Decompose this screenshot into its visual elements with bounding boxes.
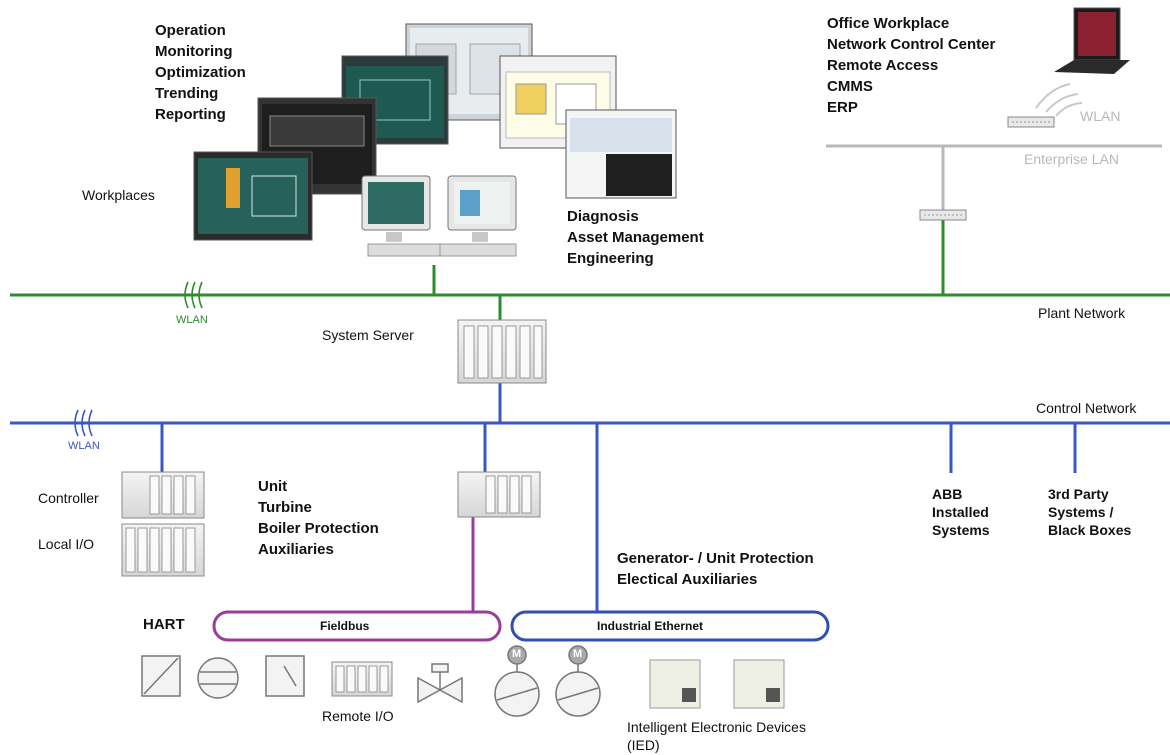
control-network-label: Control Network — [1036, 400, 1137, 416]
unit-functions-label: Boiler Protection — [258, 520, 379, 537]
diagnosis-label: Engineering — [567, 250, 654, 267]
ied-label: Intelligent Electronic Devices — [627, 719, 806, 735]
diagnosis-label: Diagnosis — [567, 208, 639, 225]
wlan-icon — [74, 409, 93, 437]
unit-functions-label: Turbine — [258, 499, 312, 516]
generator-label-list: Generator- / Unit Protection Electical A… — [617, 548, 814, 590]
ied-icon — [733, 659, 785, 709]
monitor-icon — [439, 175, 517, 257]
server-rack-icon — [121, 523, 205, 577]
transmitter-icon — [141, 655, 181, 697]
ied-icon — [649, 659, 701, 709]
industrial-ethernet-capsule — [510, 610, 830, 642]
office-label: ERP — [827, 99, 858, 116]
office-label: Network Control Center — [827, 36, 996, 53]
operations-label: Optimization — [155, 64, 246, 81]
local-io-label: Local I/O — [38, 536, 95, 552]
system-server-label: System Server — [322, 327, 414, 343]
fieldbus-capsule — [212, 610, 502, 642]
switch-icon — [1007, 116, 1055, 128]
operations-label-list: Operation Monitoring Optimization Trendi… — [155, 20, 246, 125]
server-rack-icon — [457, 471, 541, 518]
operations-label: Reporting — [155, 106, 226, 123]
generator-label: Generator- / Unit Protection — [617, 550, 814, 567]
controller-label: Controller — [38, 490, 99, 506]
ied-label: (IED) — [627, 737, 660, 753]
office-label: CMMS — [827, 78, 873, 95]
wlan-office-label: WLAN — [1080, 108, 1121, 124]
third-party-label: Black Boxes — [1048, 522, 1132, 538]
office-label: Office Workplace — [827, 15, 950, 32]
ied-label-list: Intelligent Electronic Devices (IED) — [627, 718, 806, 754]
abb-installed-label: ABB — [932, 486, 963, 502]
workplaces-label: Workplaces — [82, 187, 155, 203]
wlan-plant-label: WLAN — [176, 314, 208, 326]
monitor-icon — [565, 109, 677, 199]
third-party-label: 3rd Party — [1048, 486, 1109, 502]
monitor-icon — [361, 175, 441, 257]
office-label: Remote Access — [827, 57, 939, 74]
abb-installed-label: Installed — [932, 504, 989, 520]
server-rack-icon — [457, 319, 547, 384]
unit-functions-label: Auxiliaries — [258, 541, 334, 558]
generator-label: Electical Auxiliaries — [617, 571, 758, 588]
switch-symbol-icon — [265, 655, 305, 697]
diagnosis-label: Asset Management — [567, 229, 704, 246]
fieldbus-label: Fieldbus — [320, 619, 370, 633]
third-party-label: Systems / — [1048, 504, 1114, 520]
abb-installed-label: Systems — [932, 522, 990, 538]
operations-label: Monitoring — [155, 43, 233, 60]
motor-symbol-label: M — [573, 648, 583, 660]
abb-installed-label-list: ABB Installed Systems — [932, 485, 990, 539]
server-rack-icon — [121, 471, 205, 519]
flow-meter-icon — [197, 657, 239, 699]
wlan-icon — [184, 281, 203, 309]
monitor-icon — [193, 151, 313, 241]
diagnosis-label-list: Diagnosis Asset Management Engineering — [567, 206, 704, 269]
operations-label: Trending — [155, 85, 219, 102]
server-rack-icon — [331, 661, 393, 697]
operations-label: Operation — [155, 22, 226, 39]
remote-io-label: Remote I/O — [322, 708, 394, 724]
motor-symbol-label: M — [512, 648, 522, 660]
unit-functions-label: Unit — [258, 478, 288, 495]
enterprise-lan-label: Enterprise LAN — [1024, 151, 1119, 167]
third-party-label-list: 3rd Party Systems / Black Boxes — [1048, 485, 1131, 539]
wlan-control-label: WLAN — [68, 440, 100, 452]
industrial-ethernet-label: Industrial Ethernet — [597, 619, 704, 633]
valve-icon — [417, 663, 463, 704]
switch-icon — [919, 209, 967, 221]
unit-functions-label-list: Unit Turbine Boiler Protection Auxiliari… — [258, 476, 379, 560]
office-label-list: Office Workplace Network Control Center … — [827, 13, 995, 118]
wlan-icon — [1035, 83, 1083, 117]
motor-pump-icon — [555, 645, 601, 717]
hart-label: HART — [143, 616, 185, 633]
motor-pump-icon — [494, 645, 540, 717]
laptop-icon — [1054, 7, 1130, 74]
plant-network-label: Plant Network — [1038, 305, 1126, 321]
